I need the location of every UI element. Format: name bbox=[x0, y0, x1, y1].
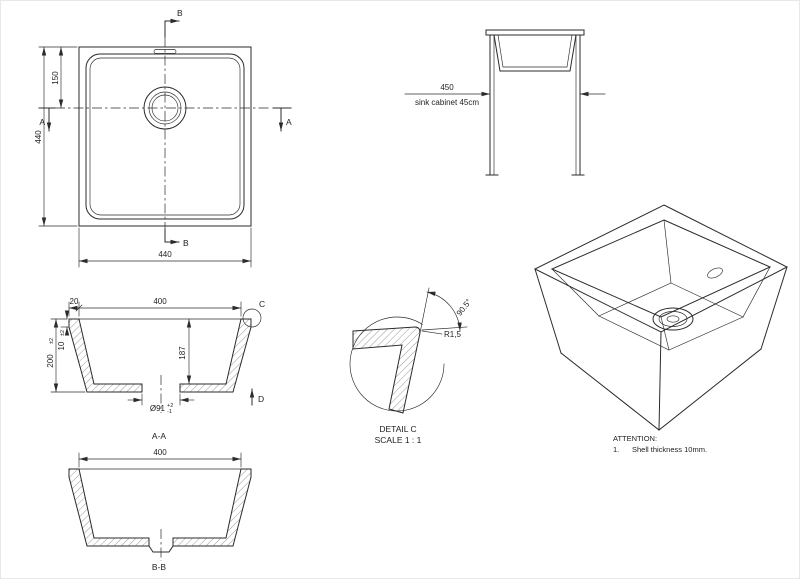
iso-outer-edge-e bbox=[760, 266, 788, 350]
dim-20-text: 20 bbox=[70, 297, 79, 306]
dim-440-height: 440 bbox=[34, 46, 78, 227]
attention-item-number: 1. bbox=[613, 445, 619, 454]
direction-d-letter: D bbox=[258, 394, 264, 404]
iso-drain-middle bbox=[658, 311, 688, 327]
section-aa-title: A-A bbox=[152, 431, 167, 441]
section-a-left-label: A bbox=[39, 117, 45, 127]
dim-91-text: Ø91 bbox=[150, 404, 166, 413]
dim-91-tol-dn: -1 bbox=[167, 409, 172, 415]
iso-bottom-edge-left bbox=[560, 352, 660, 431]
dim-200-height: 200 ±2 bbox=[46, 318, 86, 393]
notes: ATTENTION: 1. Shell thickness 10mm. bbox=[613, 434, 707, 454]
section-a-a: 20 400 200 ±2 10 ±2 187 bbox=[46, 297, 265, 441]
iso-bottom-edge-right bbox=[658, 348, 762, 431]
detail-c-view: R1,5 90.5° DETAIL C SCALE 1 : 1 bbox=[349, 287, 474, 445]
attention-title: ATTENTION: bbox=[613, 434, 657, 443]
angle-annotation: 90.5° bbox=[419, 287, 474, 334]
section-b-b: 400 B-B bbox=[68, 448, 252, 572]
iso-outer-edge-s bbox=[658, 331, 662, 431]
radius-annotation: R1,5 bbox=[421, 330, 461, 339]
dim-400-bb-text: 400 bbox=[153, 448, 167, 457]
isometric-view bbox=[533, 204, 789, 431]
detail-c-title: DETAIL C bbox=[379, 424, 416, 434]
section-marker-b-top: B bbox=[164, 8, 183, 38]
detail-c-circle bbox=[242, 308, 262, 328]
iso-outer-rim bbox=[533, 204, 789, 333]
section-marker-a-left: A bbox=[38, 107, 56, 132]
bowl-inner-profile bbox=[497, 34, 573, 68]
attention-item-text: Shell thickness 10mm. bbox=[632, 445, 707, 454]
detail-c-scale: SCALE 1 : 1 bbox=[375, 435, 422, 445]
dim-91-drain: Ø91 +2 -1 bbox=[127, 393, 195, 415]
dim-200-text: 200 bbox=[46, 354, 55, 368]
section-bb-title: B-B bbox=[152, 562, 167, 572]
iso-overflow-hole bbox=[707, 267, 723, 279]
iso-bowl-edge-s bbox=[660, 316, 670, 351]
bb-right-shell bbox=[172, 468, 252, 547]
top-view: 440 150 440 B B A bbox=[34, 8, 292, 268]
dim-450-cabinet: 450 sink cabinet 45cm bbox=[404, 83, 606, 107]
dim-450-text: 450 bbox=[440, 83, 454, 92]
direction-d-marker: D bbox=[249, 388, 264, 406]
dim-440-width-text: 440 bbox=[158, 250, 172, 259]
dim-150-text: 150 bbox=[51, 71, 60, 85]
detail-c-marker: C bbox=[242, 299, 265, 328]
dim-440-width: 440 bbox=[78, 227, 252, 268]
dim-440-height-text: 440 bbox=[34, 130, 43, 144]
iso-bowl-edge-e bbox=[742, 266, 771, 318]
dim-187-depth: 187 bbox=[178, 318, 192, 385]
iso-drain-inner bbox=[666, 315, 680, 323]
aa-left-shell bbox=[68, 318, 143, 393]
section-marker-a-right: A bbox=[272, 107, 292, 132]
dim-91-tol-up: +2 bbox=[167, 403, 173, 409]
cabinet-side-view: 450 sink cabinet 45cm bbox=[404, 29, 606, 176]
rim-corner-section bbox=[352, 326, 421, 414]
bowl-outer-profile bbox=[493, 34, 577, 72]
iso-bowl-bottom bbox=[598, 282, 744, 351]
dim-187-text: 187 bbox=[178, 346, 187, 360]
dim-400-aa-text: 400 bbox=[153, 297, 167, 306]
radius-text: R1,5 bbox=[444, 330, 461, 339]
dim-10-text: 10 bbox=[57, 341, 66, 350]
angle-text: 90.5° bbox=[455, 297, 474, 317]
section-b-bottom-label: B bbox=[183, 238, 189, 248]
overflow-slot bbox=[153, 49, 177, 54]
dim-10-shell: 10 ±2 bbox=[57, 310, 70, 350]
detail-c-letter: C bbox=[259, 299, 265, 309]
section-b-top-label: B bbox=[177, 8, 183, 18]
dim-10-tol: ±2 bbox=[60, 330, 66, 336]
iso-bowl-edge-w bbox=[551, 268, 600, 317]
iso-drain-outer bbox=[652, 307, 694, 331]
dim-200-tol: ±2 bbox=[49, 338, 55, 344]
bb-left-shell bbox=[68, 468, 150, 547]
dim-400-bb: 400 bbox=[78, 448, 242, 468]
cabinet-caption: sink cabinet 45cm bbox=[415, 98, 479, 107]
section-marker-b-bottom: B bbox=[164, 228, 189, 248]
dim-150-drain-offset: 150 bbox=[51, 46, 64, 109]
aa-right-shell bbox=[179, 318, 252, 393]
iso-outer-edge-w bbox=[534, 268, 562, 354]
iso-inner-rim bbox=[550, 219, 772, 318]
section-a-right-label: A bbox=[286, 117, 292, 127]
iso-bowl-edge-n bbox=[663, 219, 672, 284]
dim-20-400: 20 400 bbox=[68, 297, 242, 317]
